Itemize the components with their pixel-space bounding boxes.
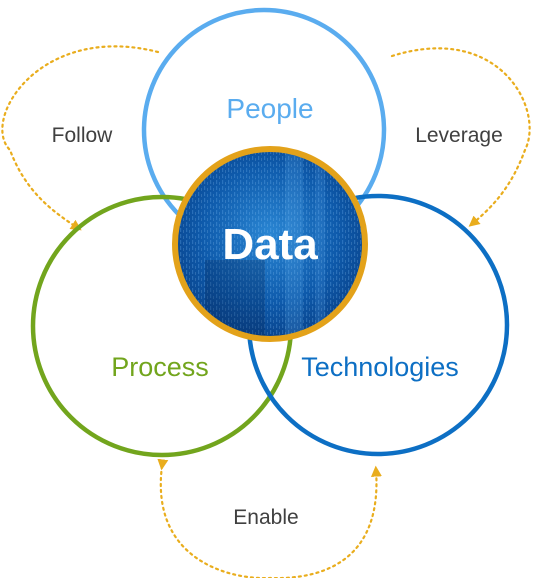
people-label: People: [226, 93, 313, 124]
technologies-label: Technologies: [301, 352, 459, 382]
follow-arrow: [1, 45, 160, 231]
enable-label: Enable: [233, 506, 298, 529]
leverage-label: Leverage: [415, 124, 503, 147]
leverage-arrow: [390, 47, 531, 227]
follow-label: Follow: [52, 124, 114, 147]
process-label: Process: [111, 352, 209, 382]
data-label: Data: [222, 220, 318, 269]
enable-arrow: [157, 458, 382, 578]
